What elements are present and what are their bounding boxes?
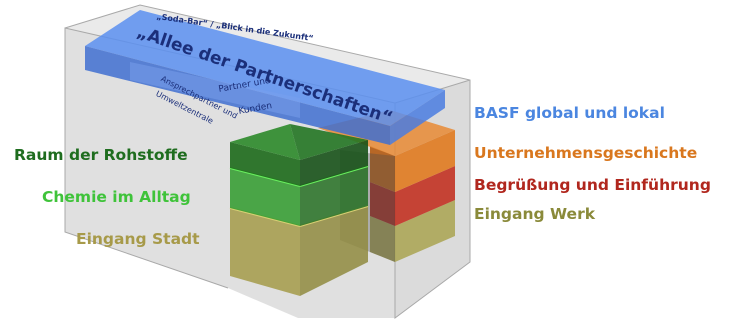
label-begruessung-und-einfuehrung: Begrüßung und Einführung	[474, 176, 711, 194]
floor-eingang-werk-right	[395, 200, 455, 262]
floor-rohstoffe-top-left	[230, 124, 300, 160]
left-tower	[229, 124, 369, 296]
floor-geschichte-right	[395, 130, 455, 192]
floor-begruessung-right	[395, 166, 455, 226]
slab-lower-left-face	[130, 62, 300, 118]
top-slab	[85, 10, 445, 145]
label-chemie-im-alltag: Chemie im Alltag	[42, 188, 191, 206]
label-raum-der-rohstoffe: Raum der Rohstoffe	[14, 146, 188, 164]
floor-rohstoffe-top-right	[290, 124, 368, 160]
label-basf-global-und-lokal: BASF global und lokal	[474, 104, 665, 122]
floor-begruessung-left	[370, 182, 395, 226]
label-unternehmensgeschichte: Unternehmensgeschichte	[474, 144, 698, 162]
label-eingang-stadt: Eingang Stadt	[76, 230, 200, 248]
floor-eingang-werk-left	[370, 216, 395, 262]
slab-top-face	[85, 10, 445, 126]
slab-right-face	[390, 90, 445, 145]
floor-rohstoffe-left	[230, 142, 300, 186]
floor-eingang-stadt-left	[230, 208, 300, 296]
floor-rohstoffe-right	[300, 140, 368, 186]
building-edges	[64, 4, 471, 319]
label-eingang-werk: Eingang Werk	[474, 205, 596, 223]
floor-geschichte-left	[370, 146, 395, 192]
floor-eingang-stadt-right	[300, 206, 368, 296]
